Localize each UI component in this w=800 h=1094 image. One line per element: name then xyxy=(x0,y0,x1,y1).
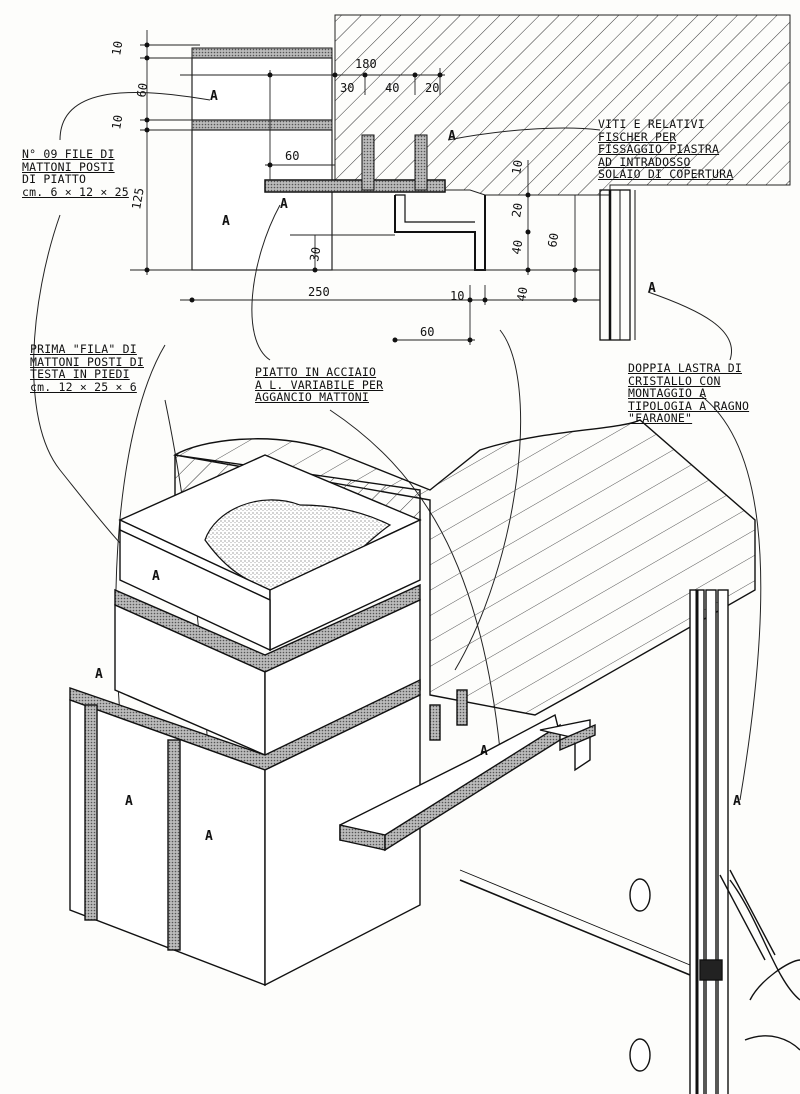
dim-40-right: 40 xyxy=(509,239,525,256)
screw-perspective-2 xyxy=(456,689,468,726)
dim-20-top: 20 xyxy=(425,81,439,95)
dim-10-right: 10 xyxy=(509,159,525,176)
dim-250: 250 xyxy=(308,285,330,299)
marker-a-2: A xyxy=(448,129,456,144)
dim-20-right: 20 xyxy=(509,202,525,219)
dim-60-right: 60 xyxy=(545,232,561,249)
dim-30: 30 xyxy=(340,81,354,95)
dim-10-mid: 10 xyxy=(109,114,125,131)
glass-pane-section xyxy=(599,189,631,341)
dim-40-bottom: 40 xyxy=(514,286,530,303)
dim-30-low: 30 xyxy=(307,246,323,263)
slab-perspective xyxy=(173,419,756,716)
brick-block xyxy=(191,57,333,121)
screw-2 xyxy=(414,134,428,191)
marker-a-1: A xyxy=(210,89,218,104)
marker-a-10: A xyxy=(480,744,488,759)
section-drawing: 10 60 10 125 180 30 40 20 60 10 20 40 60… xyxy=(109,14,791,345)
perspective-drawing xyxy=(69,419,800,1094)
marker-a-11: A xyxy=(733,794,741,809)
label-screws: VITI E RELATIVI FISCHER PER FISSAGGIO PI… xyxy=(598,117,734,181)
dim-60-left: 60 xyxy=(134,82,150,99)
marker-a-4: A xyxy=(280,197,288,212)
glass-pane-3 xyxy=(717,589,729,1094)
label-bricks-flat: N° 09 FILE DI MATTONI POSTI DI PIATTO cm… xyxy=(22,147,129,199)
marker-a-9: A xyxy=(205,829,213,844)
screw-perspective-1 xyxy=(429,704,441,741)
dim-60-plate: 60 xyxy=(285,149,299,163)
dim-40-top: 40 xyxy=(385,81,399,95)
marker-a-3: A xyxy=(222,214,230,229)
steel-plate-section xyxy=(264,179,446,193)
dim-10-top: 10 xyxy=(109,40,125,57)
screw-1 xyxy=(361,134,375,191)
dim-180: 180 xyxy=(355,57,377,71)
mortar-joint-1 xyxy=(84,704,98,921)
marker-a-6: A xyxy=(152,569,160,584)
mortar-joint-2 xyxy=(167,739,181,951)
dim-60-bottom: 60 xyxy=(420,325,434,339)
label-steel-plate: PIATTO IN ACCIAIO A L. VARIABILE PER AGG… xyxy=(255,365,384,404)
l-profile xyxy=(394,195,486,271)
glass-pane-2 xyxy=(705,589,717,1094)
brick-course-top xyxy=(191,47,333,59)
marker-a-8: A xyxy=(125,794,133,809)
marker-a-7: A xyxy=(95,667,103,682)
marker-a-5: A xyxy=(648,281,656,296)
spider-fitting-1 xyxy=(629,878,651,912)
dim-125: 125 xyxy=(129,187,147,211)
label-glass: DOPPIA LASTRA DI CRISTALLO CON MONTAGGIO… xyxy=(628,361,750,425)
label-first-row: PRIMA "FILA" DI MATTONI POSTI DI TESTA I… xyxy=(30,342,144,394)
dim-10-bottom: 10 xyxy=(450,289,464,303)
brick-course-mid xyxy=(191,119,333,131)
